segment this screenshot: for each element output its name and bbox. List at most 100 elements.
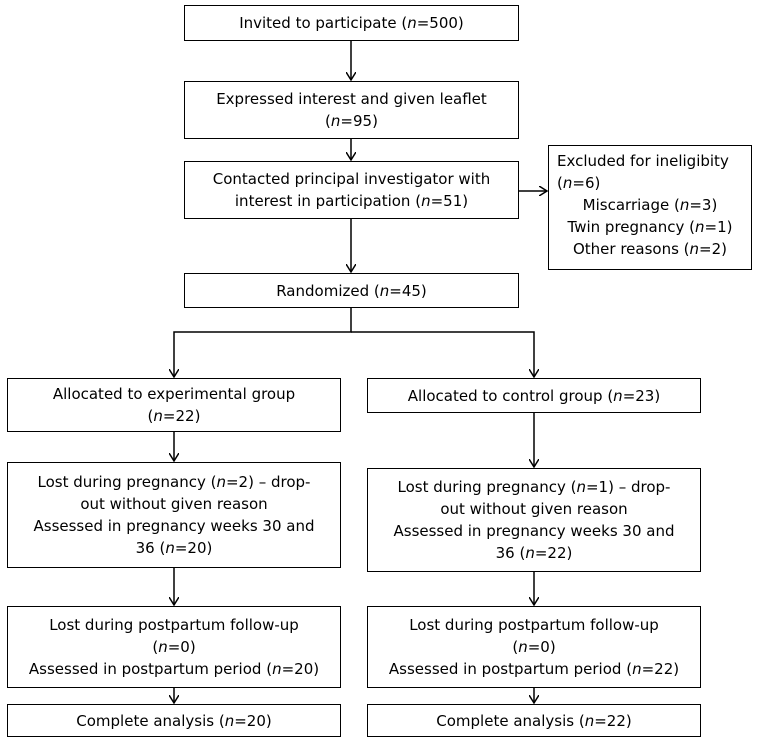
box-text: Assessed in pregnancy weeks 30 and xyxy=(33,517,315,535)
box-text: =20) xyxy=(174,539,213,557)
sample-size-symbol: n xyxy=(632,660,642,678)
box-text-line: Twin pregnancy (n=1) xyxy=(568,216,733,238)
box-text: Complete analysis ( xyxy=(76,711,225,730)
box-text: =2) – drop- xyxy=(225,473,311,491)
sample-size-symbol: n xyxy=(216,473,226,491)
box-text: Contacted principal investigator with xyxy=(212,170,491,188)
box-text-line: Lost during pregnancy (n=1) – drop- xyxy=(398,476,671,498)
split-line xyxy=(174,307,352,377)
box-text: 36 ( xyxy=(495,544,526,562)
box-text-line: Complete analysis (n=22) xyxy=(436,710,631,732)
sample-size-symbol: n xyxy=(330,112,341,130)
box-text: =0) xyxy=(527,638,556,656)
sample-size-symbol: n xyxy=(518,638,528,656)
box-excluded: Excluded for ineligibity(n=6)Miscarriage… xyxy=(548,145,752,270)
box-text: Complete analysis ( xyxy=(436,711,585,730)
box-complete-experimental: Complete analysis (n=20) xyxy=(7,704,341,737)
box-text-line: Lost during pregnancy (n=2) – drop- xyxy=(38,471,311,493)
box-text-line: (n=6) xyxy=(557,172,600,194)
sample-size-symbol: n xyxy=(421,192,431,210)
box-text-line: (n=22) xyxy=(148,405,201,427)
box-text-line: Contacted principal investigator with xyxy=(213,168,490,190)
box-text-line: (n=95) xyxy=(325,110,378,132)
box-text: Assessed in pregnancy weeks 30 and xyxy=(393,522,675,540)
box-text: =2) xyxy=(699,240,728,258)
box-contacted: Contacted principal investigator with int… xyxy=(184,161,519,219)
box-text-line: Assessed in postpartum period (n=22) xyxy=(389,658,679,680)
box-text: ( xyxy=(152,638,159,656)
split-line-right xyxy=(351,331,534,377)
sample-size-symbol: n xyxy=(379,281,390,300)
box-text-line: Lost during postpartum follow-up xyxy=(409,614,659,636)
sample-size-symbol: n xyxy=(694,218,705,236)
box-randomized: Randomized (n=45) xyxy=(184,273,519,308)
sample-size-symbol: n xyxy=(224,711,235,730)
box-lost-pregnancy-experimental: Lost during pregnancy (n=2) – drop-out w… xyxy=(7,462,341,568)
box-text-line: Miscarriage (n=3) xyxy=(583,194,718,216)
box-text: =22) xyxy=(641,660,680,678)
box-text: Lost during pregnancy ( xyxy=(397,478,577,496)
sample-size-symbol: n xyxy=(689,240,700,258)
box-text-line: out without given reason xyxy=(80,493,267,515)
box-text: =0) xyxy=(167,638,196,656)
box-text: interest in participation ( xyxy=(234,192,422,210)
box-text: =22) xyxy=(594,711,632,730)
box-text-line: Lost during postpartum follow-up xyxy=(49,614,299,636)
box-lost-postpartum-experimental: Lost during postpartum follow-up(n=0)Ass… xyxy=(7,606,341,688)
box-text-line: Assessed in pregnancy weeks 30 and xyxy=(394,520,675,542)
box-text: ( xyxy=(557,174,563,192)
box-text: ( xyxy=(512,638,519,656)
box-text: ( xyxy=(325,112,331,130)
box-text: Lost during pregnancy ( xyxy=(37,473,217,491)
box-text-line: interest in participation (n=51) xyxy=(235,190,468,212)
box-text: =20) xyxy=(234,711,272,730)
box-text-line: 36 (n=22) xyxy=(496,542,573,564)
sample-size-symbol: n xyxy=(407,14,417,32)
box-text-line: Excluded for ineligibity xyxy=(557,150,729,172)
sample-size-symbol: n xyxy=(576,478,586,496)
box-text: =22) xyxy=(534,544,573,562)
box-text-line: Invited to participate (n=500) xyxy=(239,12,464,34)
box-text: Twin pregnancy ( xyxy=(567,218,695,236)
sample-size-symbol: n xyxy=(272,660,282,678)
box-text: 36 ( xyxy=(135,539,166,557)
box-allocated-experimental: Allocated to experimental group (n=22) xyxy=(7,378,341,432)
box-text: =500) xyxy=(416,14,464,32)
box-complete-control: Complete analysis (n=22) xyxy=(367,704,701,737)
box-text-line: (n=0) xyxy=(512,636,555,658)
sample-size-symbol: n xyxy=(153,407,163,425)
box-text-line: Assessed in postpartum period (n=20) xyxy=(29,658,319,680)
box-text: Expressed interest and given leaflet xyxy=(216,90,487,108)
box-text-line: Complete analysis (n=20) xyxy=(76,710,271,732)
box-text: Assessed in postpartum period ( xyxy=(28,660,273,678)
sample-size-symbol: n xyxy=(679,196,690,214)
box-text: =51) xyxy=(430,192,469,210)
box-text: Invited to participate ( xyxy=(239,14,408,32)
box-text: Randomized ( xyxy=(276,281,380,300)
box-expressed: Expressed interest and given leaflet (n=9… xyxy=(184,81,519,139)
box-text: Other reasons ( xyxy=(572,240,690,258)
box-invited: Invited to participate (n=500) xyxy=(184,5,519,41)
box-text: =22) xyxy=(162,407,201,425)
box-text-line: out without given reason xyxy=(440,498,627,520)
box-text: out without given reason xyxy=(80,495,268,513)
box-text: Allocated to control group ( xyxy=(407,386,614,405)
box-allocated-control: Allocated to control group (n=23) xyxy=(367,378,701,413)
box-text-line: Allocated to experimental group xyxy=(53,383,295,405)
box-text-line: Other reasons (n=2) xyxy=(573,238,727,260)
box-lost-pregnancy-control: Lost during pregnancy (n=1) – drop-out w… xyxy=(367,468,701,572)
box-text-line: Randomized (n=45) xyxy=(276,280,427,302)
box-text: Excluded for ineligibity xyxy=(557,152,729,170)
box-text: Allocated to experimental group xyxy=(52,385,296,403)
sample-size-symbol: n xyxy=(584,711,595,730)
sample-size-symbol: n xyxy=(525,544,535,562)
box-text-line: 36 (n=20) xyxy=(136,537,213,559)
box-text: Miscarriage ( xyxy=(582,196,680,214)
box-text-line: Assessed in pregnancy weeks 30 and xyxy=(34,515,315,537)
box-lost-postpartum-control: Lost during postpartum follow-up(n=0)Ass… xyxy=(367,606,701,688)
box-text: Lost during postpartum follow-up xyxy=(49,616,299,634)
box-text: =6) xyxy=(572,174,601,192)
box-text-line: (n=0) xyxy=(152,636,195,658)
box-text: =20) xyxy=(281,660,320,678)
